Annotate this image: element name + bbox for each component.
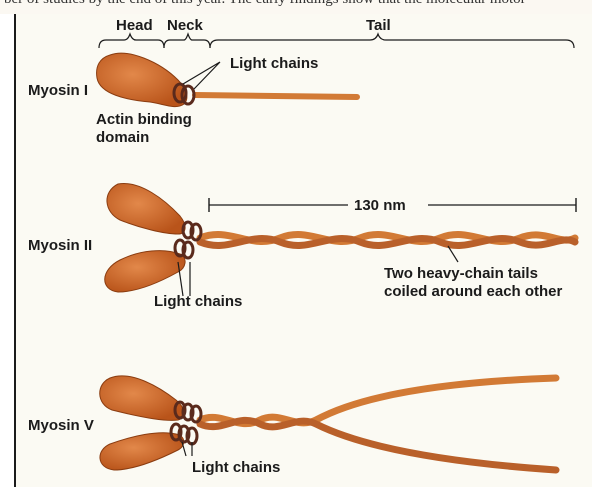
header-braces bbox=[99, 34, 574, 48]
myosin1-tail bbox=[195, 95, 357, 97]
myosin2-tails-label-line1: Two heavy-chain tails bbox=[384, 265, 538, 282]
myosin1-actin-label-line1: Actin binding bbox=[96, 111, 192, 128]
myosin5-tail-upper bbox=[200, 378, 556, 424]
myosin5-light-chains-label: Light chains bbox=[192, 459, 280, 476]
myosin2-light-chains-lower bbox=[175, 240, 193, 258]
myosin2-tails-label-line2: coiled around each other bbox=[384, 283, 563, 300]
neck-label: Neck bbox=[167, 17, 204, 34]
myosin2-length-label: 130 nm bbox=[354, 197, 406, 214]
myosin5-head-upper bbox=[100, 376, 184, 421]
tail-label: Tail bbox=[366, 17, 391, 34]
myosin1-head bbox=[97, 53, 187, 106]
myosin5-name: Myosin V bbox=[28, 417, 94, 434]
myosin2-head-upper bbox=[107, 183, 185, 234]
myosin5-figure bbox=[100, 376, 556, 470]
myosin2-light-chains-upper bbox=[183, 222, 201, 240]
myosin1-light-chains-label: Light chains bbox=[230, 55, 318, 72]
myosin1-actin-label-line2: domain bbox=[96, 129, 149, 146]
head-label: Head bbox=[116, 17, 153, 34]
myosin2-head-lower bbox=[105, 251, 185, 292]
myosin2-light-chains-label: Light chains bbox=[154, 293, 242, 310]
myosin1-name: Myosin I bbox=[28, 82, 88, 99]
myosin2-name: Myosin II bbox=[28, 237, 92, 254]
